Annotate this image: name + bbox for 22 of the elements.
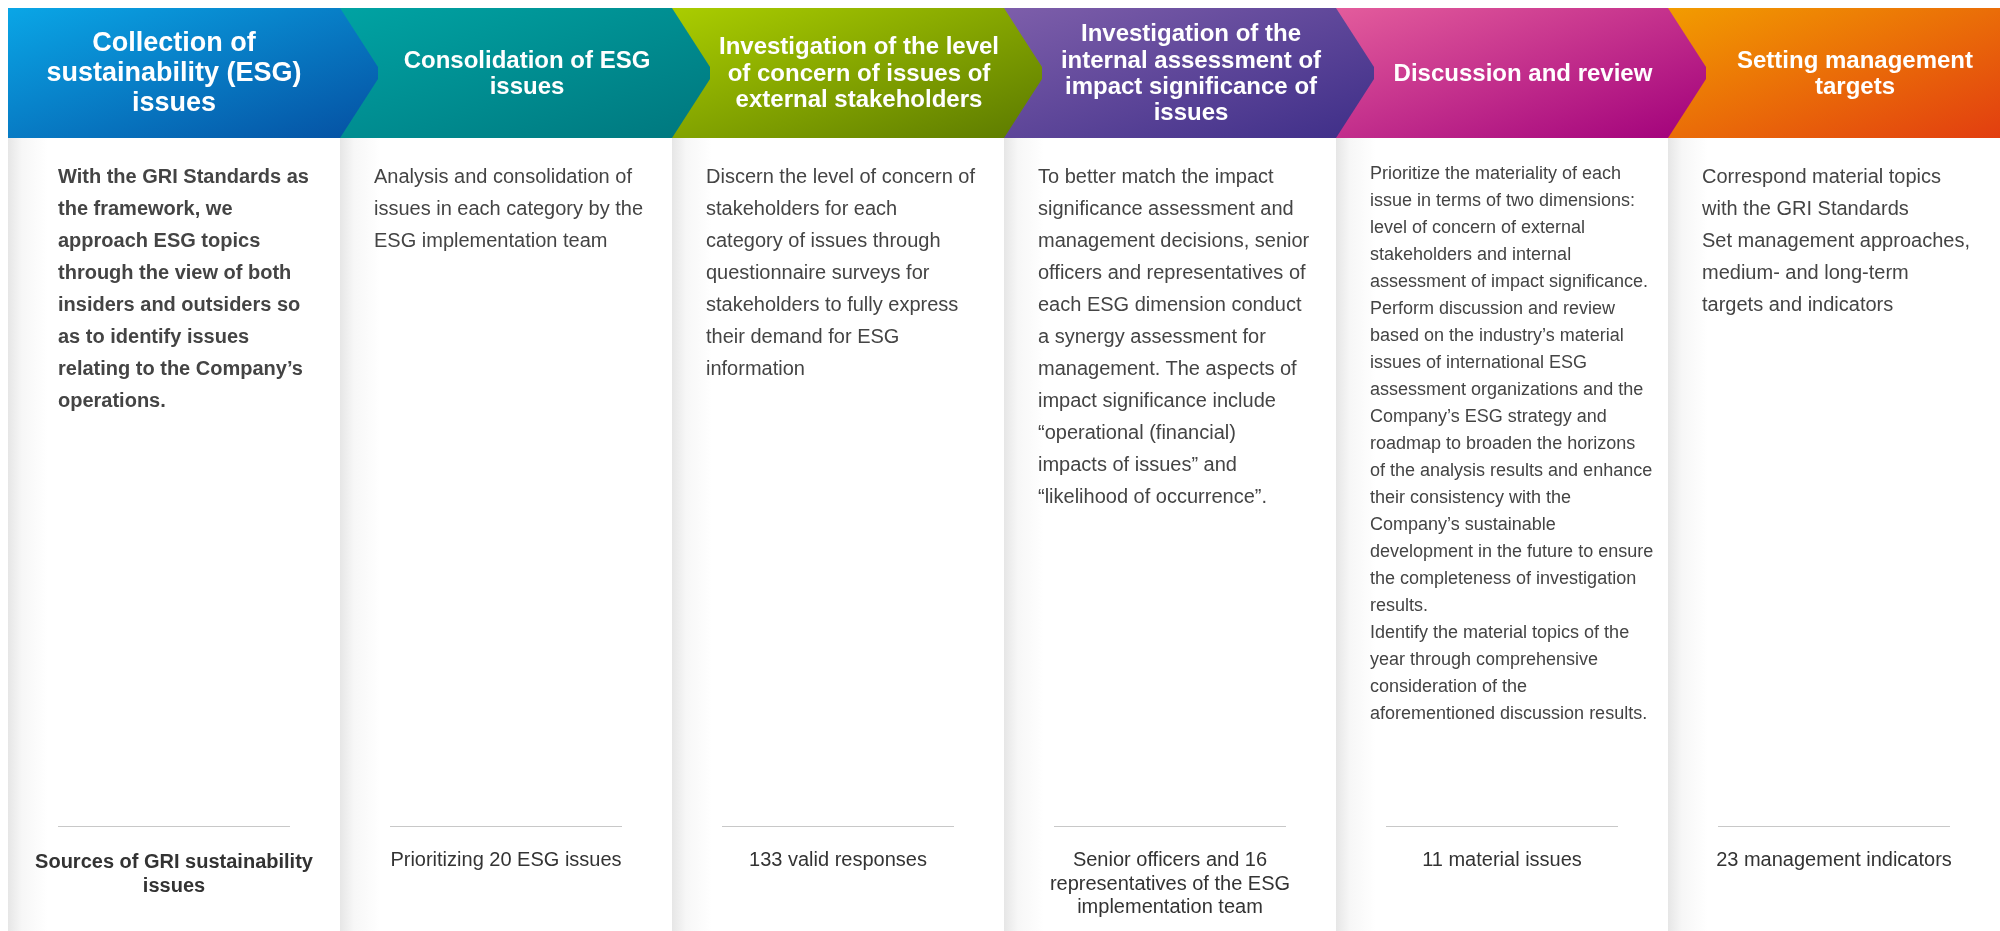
step-result: Sources of GRI sustainability issues <box>34 850 314 898</box>
step-description: Identify the material topics of the year through comprehensive consideration of the aforementioned discussion results. <box>1370 621 1649 725</box>
step-title: Investigation of the internal assessment of impact significance of issues <box>1059 20 1323 126</box>
step-description: Analysis and consolidation of issues in each category by the ESG implementation team <box>374 164 645 253</box>
step-result: Senior officers and 16 representatives of the ESG implementation team <box>1048 848 1292 919</box>
step-result: Prioritizing 20 ESG issues <box>390 848 622 872</box>
step-description: To better match the impact significance assessment and management decisions, senior officers and representatives of each ESG dimension conduct a synergy assessment for management. The aspects of impact significance include “operational (financial) impacts of issues” and “likelihood of occurrence”. <box>1038 164 1310 509</box>
step-result: 23 management indicators <box>1716 848 1952 872</box>
step-description: Set management approaches, medium- and long-term targets and indicators <box>1702 228 1971 317</box>
step-title: Setting management targets <box>1735 46 1974 100</box>
step-title: Collection of sustainability (ESG) issues <box>45 28 303 118</box>
step-description: Discern the level of concern of stakeholders for each category of issues through questionnaire surveys for stakeholders to fully express their demand for ESG information <box>706 164 977 381</box>
step-description: Prioritize the materiality of each issue in terms of two dimensions: level of concern of external stakeholders and internal assessment of impact significance. <box>1370 162 1650 293</box>
step-result: 11 material issues <box>1422 848 1582 872</box>
chevron-banner <box>1668 8 2000 138</box>
step-description: Perform discussion and review based on the industry’s material issues of international ESG assessment organizations and the Company’s ESG strategy and roadmap to broaden the horizons of the analysis results and enhance their consistency with the Company’s sustainable development in the future to ensure the completeness of investigation results. <box>1370 297 1654 617</box>
step-description: With the GRI Standards as the framework, we approach ESG topics through the view of both insiders and outsiders so as to identify issues relating to the Company’s operations. <box>58 164 310 413</box>
step-title: Investigation of the level of concern of issues of external stakeholders <box>717 33 1001 113</box>
step-title: Discussion and review <box>1392 59 1654 87</box>
step-result: 133 valid responses <box>749 848 927 872</box>
step-title: Consolidation of ESG issues <box>402 46 652 100</box>
step-description: Correspond material topics with the GRI Standards <box>1702 164 1942 221</box>
